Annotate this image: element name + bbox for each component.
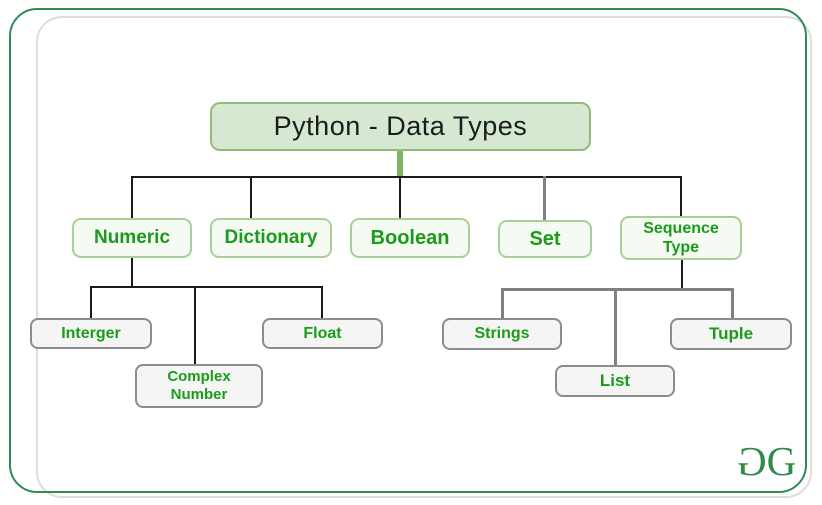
node-tuple-label: Tuple <box>708 323 754 343</box>
node-float: Float <box>262 318 383 349</box>
node-dictionary-label: Dictionary <box>224 226 318 248</box>
frame-green-border <box>9 8 807 493</box>
connector-drop-dictionary <box>250 176 252 218</box>
node-numeric: Numeric <box>72 218 192 258</box>
node-strings-label: Strings <box>474 325 530 343</box>
node-python-data-types-label: Python - Data Types <box>273 111 528 142</box>
node-list-label: List <box>599 370 631 390</box>
connector-sequence-horizontal <box>501 288 734 291</box>
connector-drop-interger <box>90 286 92 318</box>
node-set: Set <box>498 220 592 258</box>
connector-numeric-down <box>131 258 133 287</box>
geeksforgeeks-logo-g-icon: G <box>766 438 797 484</box>
connector-drop-sequence <box>680 176 682 216</box>
node-tuple: Tuple <box>670 318 792 350</box>
node-interger: Interger <box>30 318 152 349</box>
node-python-data-types: Python - Data Types <box>210 102 591 151</box>
node-strings: Strings <box>442 318 562 350</box>
connector-drop-numeric <box>131 176 133 218</box>
geeksforgeeks-logo: GG <box>740 438 797 484</box>
node-sequence-type: Sequence Type <box>620 216 742 260</box>
connector-drop-set <box>543 176 546 220</box>
connector-root-stub <box>397 151 403 178</box>
geeksforgeeks-logo-mirrored-g-icon: G <box>740 438 767 484</box>
node-numeric-label: Numeric <box>93 226 171 248</box>
node-sequence-type-label: Sequence Type <box>643 219 719 256</box>
connector-drop-list <box>614 288 617 365</box>
connector-drop-float <box>321 286 323 318</box>
connector-drop-complex-number <box>194 286 196 364</box>
connector-numeric-horizontal <box>90 286 323 288</box>
node-boolean: Boolean <box>350 218 470 258</box>
node-float-label: Float <box>303 324 342 342</box>
node-interger-label: Interger <box>61 324 121 342</box>
node-set-label: Set <box>529 228 561 250</box>
connector-drop-boolean <box>399 176 401 218</box>
connector-drop-strings <box>501 288 504 318</box>
connector-drop-tuple <box>731 288 734 318</box>
node-complex-number: Complex Number <box>135 364 263 408</box>
node-complex-number-label: Complex Number <box>167 368 231 403</box>
node-dictionary: Dictionary <box>210 218 332 258</box>
connector-sequence-down <box>681 260 683 290</box>
node-list: List <box>555 365 675 397</box>
node-boolean-label: Boolean <box>370 227 450 249</box>
connector-level1-horizontal <box>131 176 682 178</box>
